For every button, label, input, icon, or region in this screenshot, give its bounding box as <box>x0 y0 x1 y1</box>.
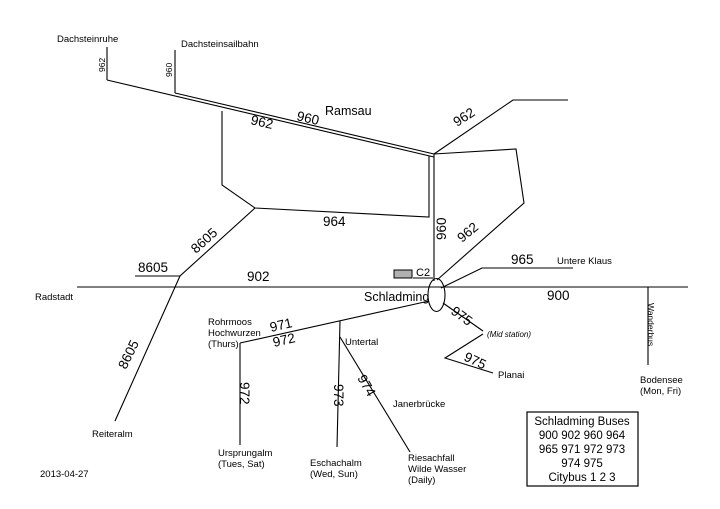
route-label-962-east-loop: 962 <box>454 219 481 245</box>
route-line-975-to-midstation <box>442 302 484 332</box>
legend-box <box>526 411 639 487</box>
stop-label-rohrmoos-line1: Rohrmoos <box>208 317 252 328</box>
stop-label-ramsau: Ramsau <box>325 104 372 118</box>
legend-row-3: 974 975 <box>561 458 603 470</box>
legend-row-2: 965 971 972 973 <box>539 444 625 456</box>
legend-title: Schladming Buses <box>534 416 629 428</box>
stop-label-planai: Planai <box>498 370 524 381</box>
stop-label-schladming: Schladming <box>364 290 429 304</box>
legend-row-4: Citybus 1 2 3 <box>548 472 615 484</box>
stop-label-mid-station: (Mid station) <box>487 330 531 339</box>
route-label-962-northeast: 962 <box>450 105 477 130</box>
schladming-hub-ellipse <box>427 277 446 313</box>
stop-label-riesachfall-line2: Wilde Wasser <box>408 464 466 475</box>
route-label-900: 900 <box>547 288 570 303</box>
stop-label-radstadt: Radstadt <box>35 292 73 303</box>
route-line-974-to-riesachfall <box>339 336 411 453</box>
route-line-962-ramsau <box>106 79 435 158</box>
stop-label-bodensee-line1: Bodensee <box>640 375 683 386</box>
route-label-8605-lower: 8605 <box>115 338 142 372</box>
route-label-975-lower: 975 <box>462 349 489 372</box>
c2-station-marker <box>393 269 413 279</box>
stop-label-dachsteinruhe: Dachsteinruhe <box>57 34 118 45</box>
route-line-965-untere-klaus <box>440 267 573 289</box>
route-line-973-to-eschachalm <box>336 320 341 448</box>
route-label-975-upper: 975 <box>448 303 475 328</box>
stop-label-untere-klaus: Untere Klaus <box>557 256 612 267</box>
route-line-960-ramsau <box>174 92 435 155</box>
legend-row-1: 900 902 960 964 <box>539 430 626 442</box>
route-label-962-ramsau: 962 <box>249 112 274 132</box>
route-label-902: 902 <box>247 269 270 284</box>
stop-label-dachsteinsailbahn: Dachsteinsailbahn <box>181 39 259 50</box>
route-line-975-to-planai <box>443 333 494 374</box>
route-label-c2: C2 <box>416 267 430 279</box>
route-label-8605-upper: 8605 <box>188 225 220 256</box>
stop-label-untertal: Untertal <box>345 337 378 348</box>
route-line-8605-to-reiteralm <box>114 207 256 422</box>
stop-label-eschachalm-line1: Eschachalm <box>310 458 362 469</box>
route-line-971-972-rohrmoos <box>239 300 430 344</box>
stop-label-rohrmoos-line3: (Thurs) <box>208 339 239 350</box>
route-label-971: 971 <box>268 315 293 335</box>
route-label-960-ramsau: 960 <box>295 108 320 128</box>
route-label-972-vertical: 972 <box>237 382 252 405</box>
stop-label-ursprungalm-line1: Ursprungalm <box>218 448 272 459</box>
stop-label-riesachfall-line1: Riesachfall <box>408 453 454 464</box>
diagram-date: 2013-04-27 <box>40 469 89 480</box>
stop-label-janerbruecke: Janerbrücke <box>393 399 445 410</box>
stop-label-eschachalm-line2: (Wed, Sun) <box>310 469 358 480</box>
route-label-962-stem: 962 <box>97 58 107 72</box>
route-line-962-northeast-branch <box>433 99 568 155</box>
stop-label-bodensee-line2: (Mon, Fri) <box>640 386 681 397</box>
route-label-972-diagonal: 972 <box>271 330 296 350</box>
route-label-960-vertical: 960 <box>434 217 449 240</box>
stop-label-riesachfall-line3: (Daily) <box>408 475 435 486</box>
route-label-973: 973 <box>331 384 346 407</box>
stop-label-reiteralm: Reiteralm <box>92 429 133 440</box>
route-label-wanderbus: Wanderbus <box>646 303 656 346</box>
route-label-8605-junction: 8605 <box>138 260 168 275</box>
stop-label-rohrmoos-line2: Hochwurzen <box>208 328 261 339</box>
stop-label-ursprungalm-line2: (Tues, Sat) <box>218 459 265 470</box>
route-label-965: 965 <box>511 252 534 267</box>
route-label-960-stem: 960 <box>164 63 174 77</box>
route-label-964: 964 <box>323 214 346 229</box>
route-line-962-east-loop <box>433 148 525 281</box>
